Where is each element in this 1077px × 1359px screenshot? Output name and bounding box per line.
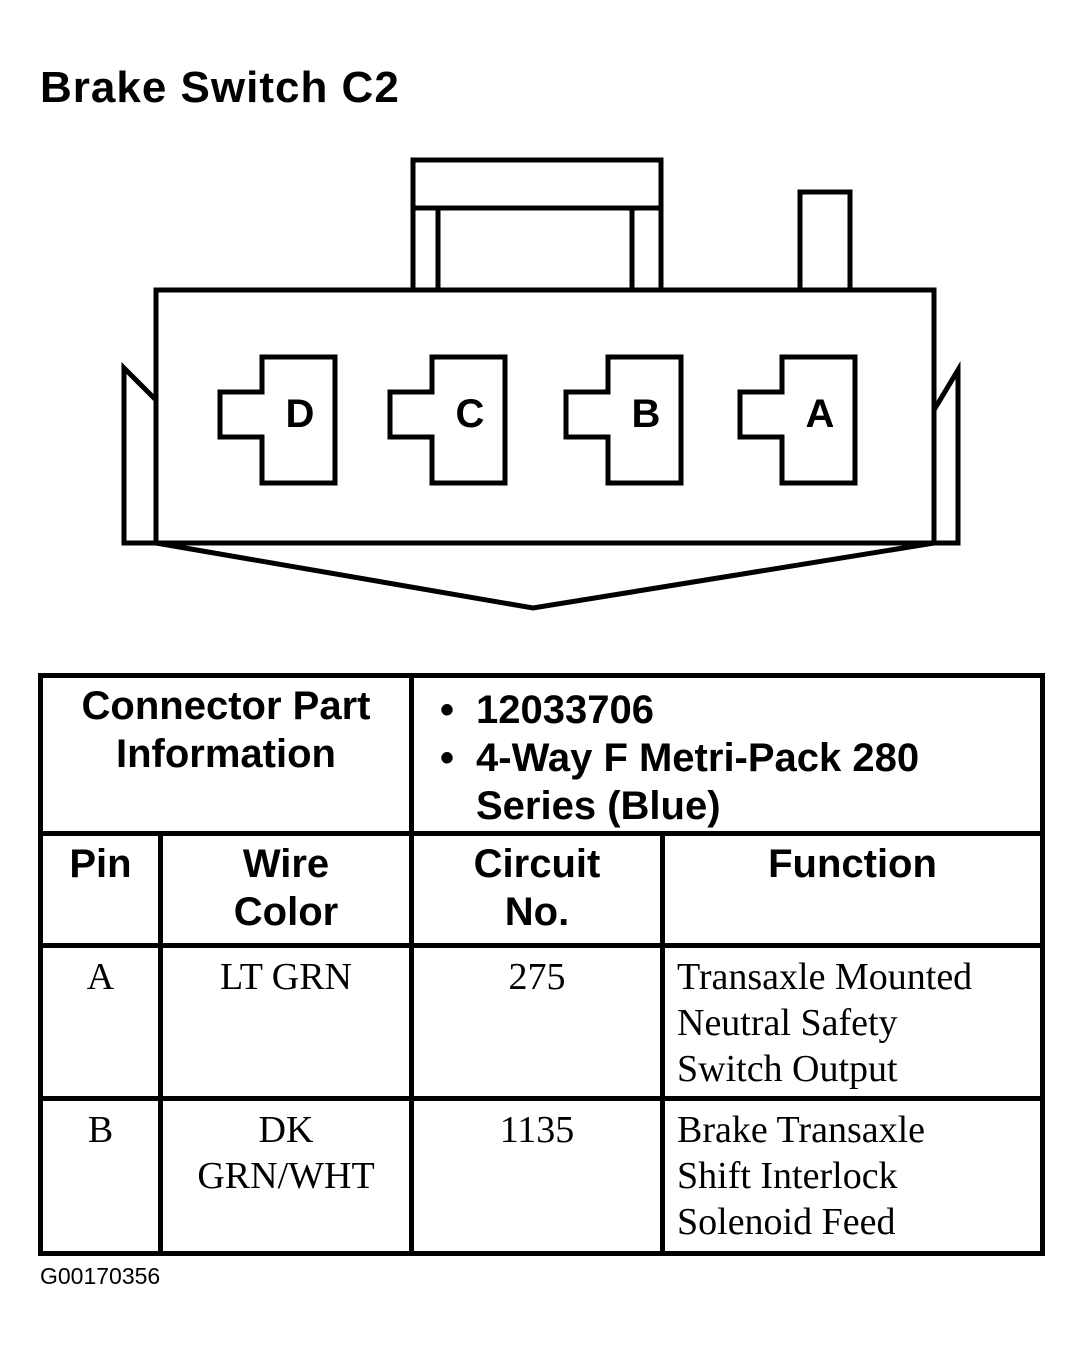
table-row: B DK GRN/WHT 1135 Brake Transaxle Shift … <box>38 1096 1046 1256</box>
cavity-label-b: B <box>632 392 661 436</box>
header-wire-color: Wire Color <box>158 831 414 948</box>
pin-cell: A <box>38 943 163 1101</box>
cavity-label-a: A <box>806 392 835 436</box>
function-cell: Transaxle Mounted Neutral Safety Switch … <box>659 943 1046 1101</box>
cavity-label-d: D <box>286 392 315 436</box>
connector-info-values: 12033706 4-Way F Metri-Pack 280 Series (… <box>408 673 1046 836</box>
cavity-label-c: C <box>456 392 485 436</box>
wire-color-cell: DK GRN/WHT <box>158 1096 414 1256</box>
circuit-cell: 275 <box>409 943 665 1101</box>
connector-pinout-table: Connector Part Information 12033706 4-Wa… <box>38 673 1046 1256</box>
figure-id: G00170356 <box>40 1263 161 1289</box>
connector-series: 4-Way F Metri-Pack 280 Series (Blue) <box>440 734 1040 830</box>
header-circuit-no: Circuit No. <box>409 831 665 948</box>
right-wedge <box>931 360 961 546</box>
table-row: A LT GRN 275 Transaxle Mounted Neutral S… <box>38 943 1046 1101</box>
header-function: Function <box>659 831 1046 948</box>
cavity-d <box>217 354 338 486</box>
info-label-line-2: Information <box>116 732 336 776</box>
connector-info-label: Connector Part Information <box>38 673 414 836</box>
part-number: 12033706 <box>440 686 1040 734</box>
connector-bottom-point <box>155 540 935 611</box>
pin-cell: B <box>38 1096 163 1256</box>
connector-latch <box>410 157 664 290</box>
connector-locator-post <box>797 189 853 290</box>
header-pin: Pin <box>38 831 163 948</box>
left-wedge <box>121 361 158 546</box>
diagram-title: Brake Switch C2 <box>40 63 400 112</box>
cavity-a <box>737 354 858 486</box>
circuit-cell: 1135 <box>409 1096 665 1256</box>
info-label-line-1: Connector Part <box>81 684 371 728</box>
wire-color-cell: LT GRN <box>158 943 414 1101</box>
function-cell: Brake Transaxle Shift Interlock Solenoid… <box>659 1096 1046 1256</box>
cavity-c <box>387 354 508 486</box>
connector-body <box>153 287 937 546</box>
cavity-b <box>563 354 684 486</box>
